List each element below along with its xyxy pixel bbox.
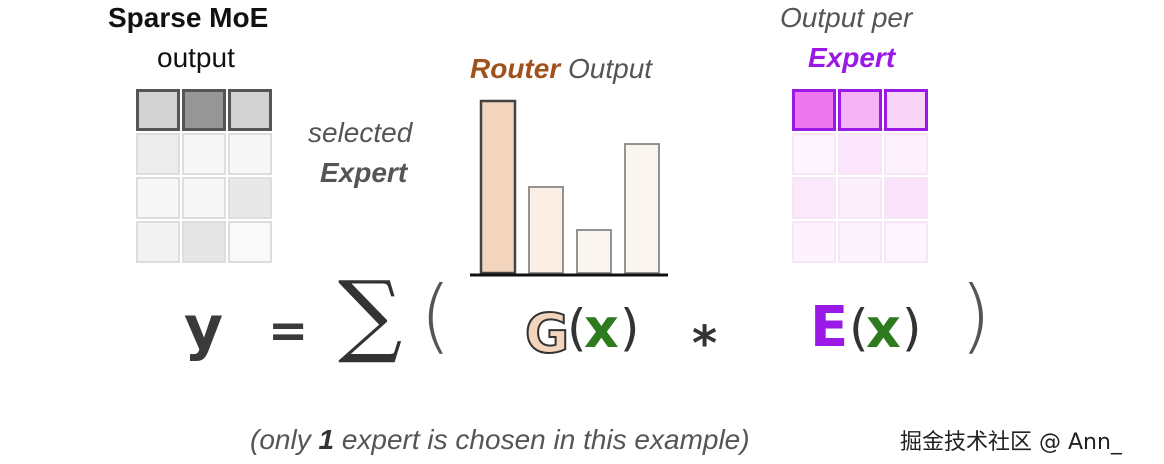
footnote-prefix: (only xyxy=(250,424,319,455)
expert-cell xyxy=(884,133,928,175)
watermark: 掘金技术社区 @ Ann_ xyxy=(900,430,1122,455)
output-cell xyxy=(228,177,272,219)
output-cell xyxy=(228,89,272,131)
g-router-glyph: G xyxy=(525,302,569,362)
output-cell xyxy=(182,89,226,131)
expert-cell xyxy=(792,177,836,219)
router-bar xyxy=(528,186,564,274)
output-cell xyxy=(136,89,180,131)
output-per-label: Output per xyxy=(780,2,913,33)
output-cell xyxy=(136,221,180,263)
formula-x1-close: ) xyxy=(620,299,640,357)
footnote: (only 1 expert is chosen in this example… xyxy=(250,424,750,456)
output-cell xyxy=(228,221,272,263)
expert-cell xyxy=(792,133,836,175)
footnote-number: 1 xyxy=(318,424,335,455)
output-label: Output xyxy=(568,53,653,84)
formula-x2-open: ( xyxy=(849,299,869,357)
formula-x1-open: ( xyxy=(567,299,587,357)
router-bar xyxy=(479,99,517,275)
router-output-chart xyxy=(470,99,668,277)
output-cell xyxy=(136,133,180,175)
selected-label: selected xyxy=(308,117,413,148)
output-cell xyxy=(182,133,226,175)
expert-cell xyxy=(838,221,882,263)
g-router-symbol: G xyxy=(524,302,570,362)
formula-x2-close: ) xyxy=(902,299,922,357)
expert-cell xyxy=(792,89,836,131)
router-bar xyxy=(624,143,660,274)
output-cell xyxy=(182,177,226,219)
footnote-suffix: expert is chosen in this example) xyxy=(334,424,750,455)
expert-output-grid xyxy=(792,89,928,263)
expert-cell xyxy=(838,89,882,131)
expert-cell xyxy=(792,221,836,263)
output-cell xyxy=(182,221,226,263)
expert-cell xyxy=(838,133,882,175)
output-cell xyxy=(136,177,180,219)
formula-e: E xyxy=(810,295,849,360)
sparse-moe-title: Sparse MoE xyxy=(108,2,269,33)
formula-close-paren: ) xyxy=(960,269,992,362)
router-label: Router xyxy=(470,53,561,84)
formula-times: * xyxy=(692,316,718,372)
formula-y: y xyxy=(184,293,224,363)
formula-equals: = xyxy=(268,303,309,359)
formula-x2: x xyxy=(866,297,901,360)
sparse-moe-output-grid xyxy=(136,89,272,263)
formula-sum: ∑ xyxy=(338,262,403,367)
expert-cell xyxy=(838,177,882,219)
expert-cell xyxy=(884,177,928,219)
formula-open-paren: ( xyxy=(420,269,452,362)
sparse-moe-subtitle: output xyxy=(157,42,235,73)
output-per-expert-label: Expert xyxy=(808,42,896,73)
router-bar xyxy=(576,229,612,274)
output-cell xyxy=(228,133,272,175)
router-output-title: Router Output xyxy=(470,53,652,85)
selected-expert-label: Expert xyxy=(320,157,408,188)
formula-x1: x xyxy=(584,297,619,360)
expert-cell xyxy=(884,221,928,263)
expert-cell xyxy=(884,89,928,131)
